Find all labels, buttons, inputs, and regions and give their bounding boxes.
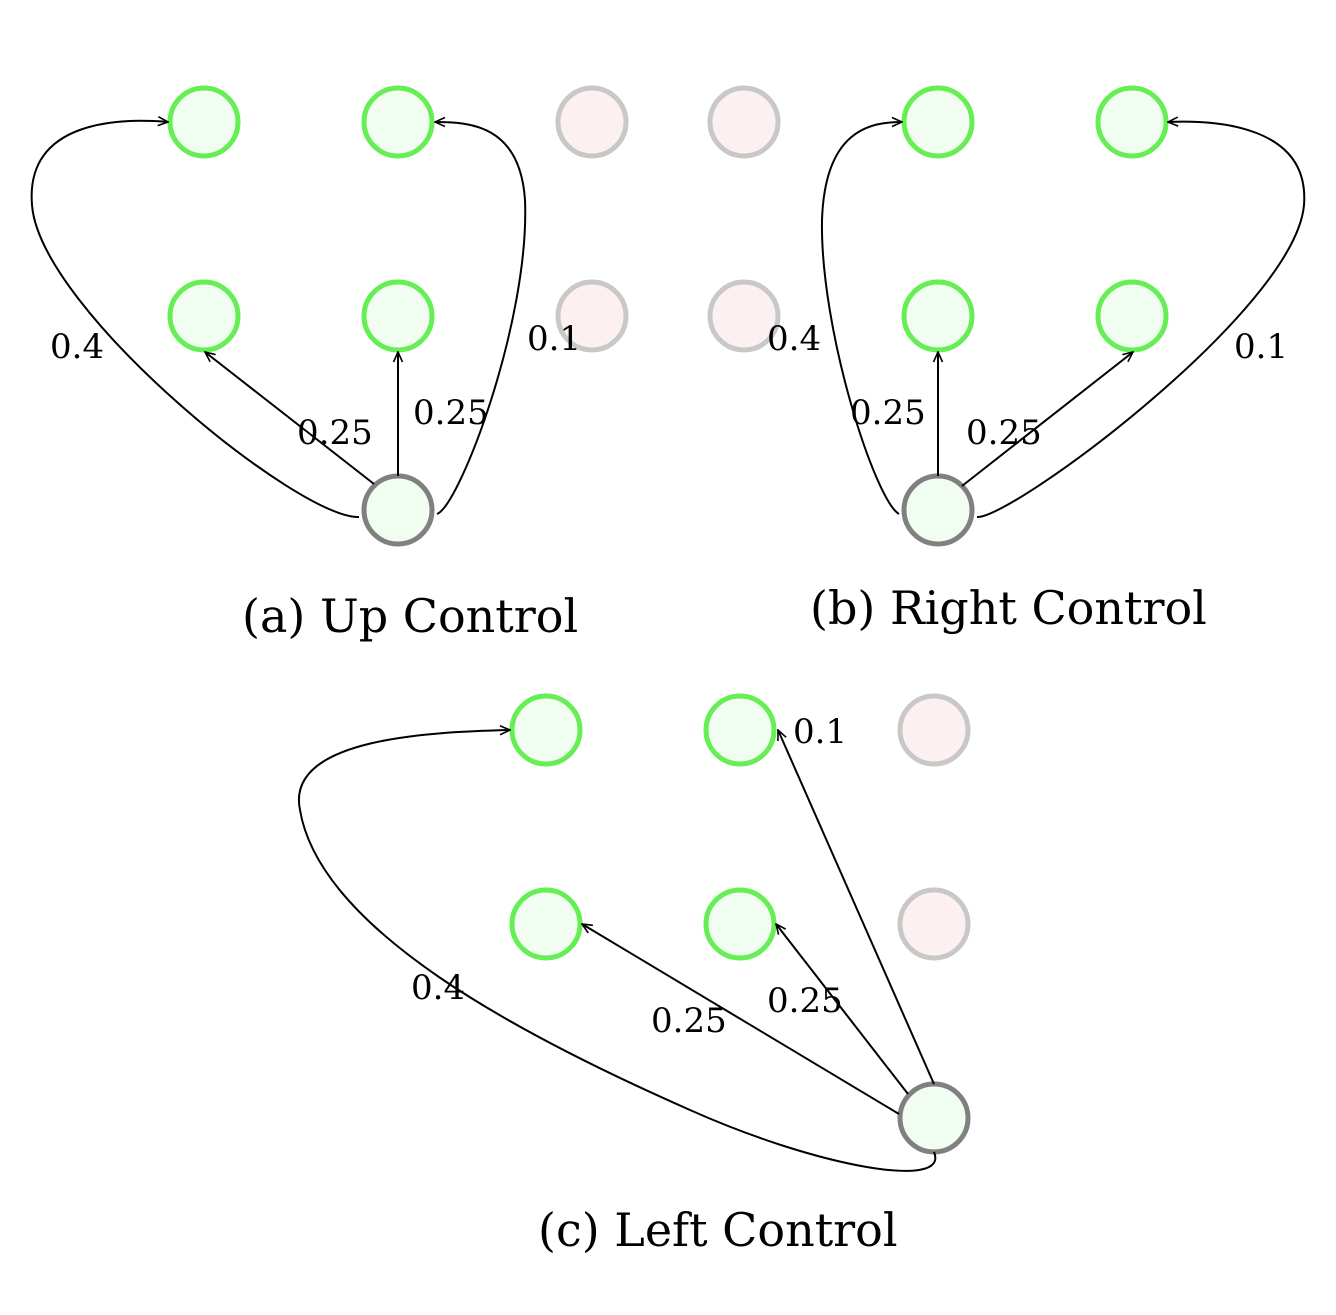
grid-nodes: [901, 85, 1169, 547]
edge-labels: 0.4 0.25 0.25 0.1: [50, 319, 581, 453]
edge-c-top-mid: [777, 730, 935, 1085]
edge-a-near-left: [205, 352, 375, 485]
node-a-top-2: [361, 85, 435, 159]
label-b-far-right: 0.1: [1234, 327, 1288, 367]
edge-b-near-right: [961, 352, 1133, 487]
edge-labels: 0.4 0.25 0.25 0.1: [767, 319, 1288, 453]
label-a-far-left: 0.4: [50, 327, 104, 367]
edges: [297, 730, 937, 1172]
edge-b-far-left: [820, 122, 902, 515]
node-c-mid-2: [703, 887, 777, 961]
label-b-straight: 0.25: [850, 393, 926, 433]
label-b-near-right: 0.25: [966, 413, 1042, 453]
node-b-origin: [901, 473, 975, 547]
panel-right-control: 0.4 0.25 0.25 0.1 (b) Right Control: [767, 85, 1306, 635]
node-c-origin: [897, 1081, 971, 1155]
node-a-mid-4: [707, 279, 781, 353]
node-a-mid-3: [555, 279, 629, 353]
label-c-near-mid: 0.25: [767, 981, 843, 1021]
node-b-mid-3: [901, 279, 975, 353]
node-a-top-1: [167, 85, 241, 159]
edge-c-far-left: [297, 730, 937, 1172]
node-c-mid-3: [897, 887, 971, 961]
edges: [30, 121, 527, 519]
label-b-far-left: 0.4: [767, 319, 821, 359]
caption-right-control: (b) Right Control: [810, 581, 1207, 635]
node-a-top-4: [707, 85, 781, 159]
grid-nodes: [167, 85, 781, 547]
edge-b-far-right: [976, 122, 1306, 519]
edge-c-near-left: [582, 924, 900, 1115]
edge-a-far-right: [435, 122, 527, 515]
label-c-far-left: 0.4: [411, 968, 465, 1008]
node-b-top-3: [901, 85, 975, 159]
node-a-mid-2: [361, 279, 435, 353]
edges: [820, 122, 1306, 519]
node-c-top-3: [897, 693, 971, 767]
node-c-top-1: [509, 693, 583, 767]
label-c-near-left: 0.25: [651, 1001, 727, 1041]
node-a-origin: [361, 473, 435, 547]
node-a-mid-1: [167, 279, 241, 353]
label-a-far-right: 0.1: [527, 319, 581, 359]
label-a-near-left: 0.25: [297, 413, 373, 453]
node-a-top-3: [555, 85, 629, 159]
edge-c-near-mid: [776, 924, 909, 1095]
caption-up-control: (a) Up Control: [242, 589, 578, 643]
label-a-straight: 0.25: [413, 393, 489, 433]
edge-labels: 0.4 0.25 0.25 0.1: [411, 712, 847, 1041]
panel-left-control: 0.4 0.25 0.25 0.1 (c) Left Control: [297, 693, 971, 1257]
node-b-mid-4: [1095, 279, 1169, 353]
label-c-top-mid: 0.1: [793, 712, 847, 752]
panel-up-control: 0.4 0.25 0.25 0.1 (a) Up Control: [30, 85, 781, 643]
edge-a-far-left: [30, 121, 360, 519]
node-c-mid-1: [509, 887, 583, 961]
node-b-top-4: [1095, 85, 1169, 159]
caption-left-control: (c) Left Control: [538, 1203, 898, 1257]
node-c-top-2: [703, 693, 777, 767]
